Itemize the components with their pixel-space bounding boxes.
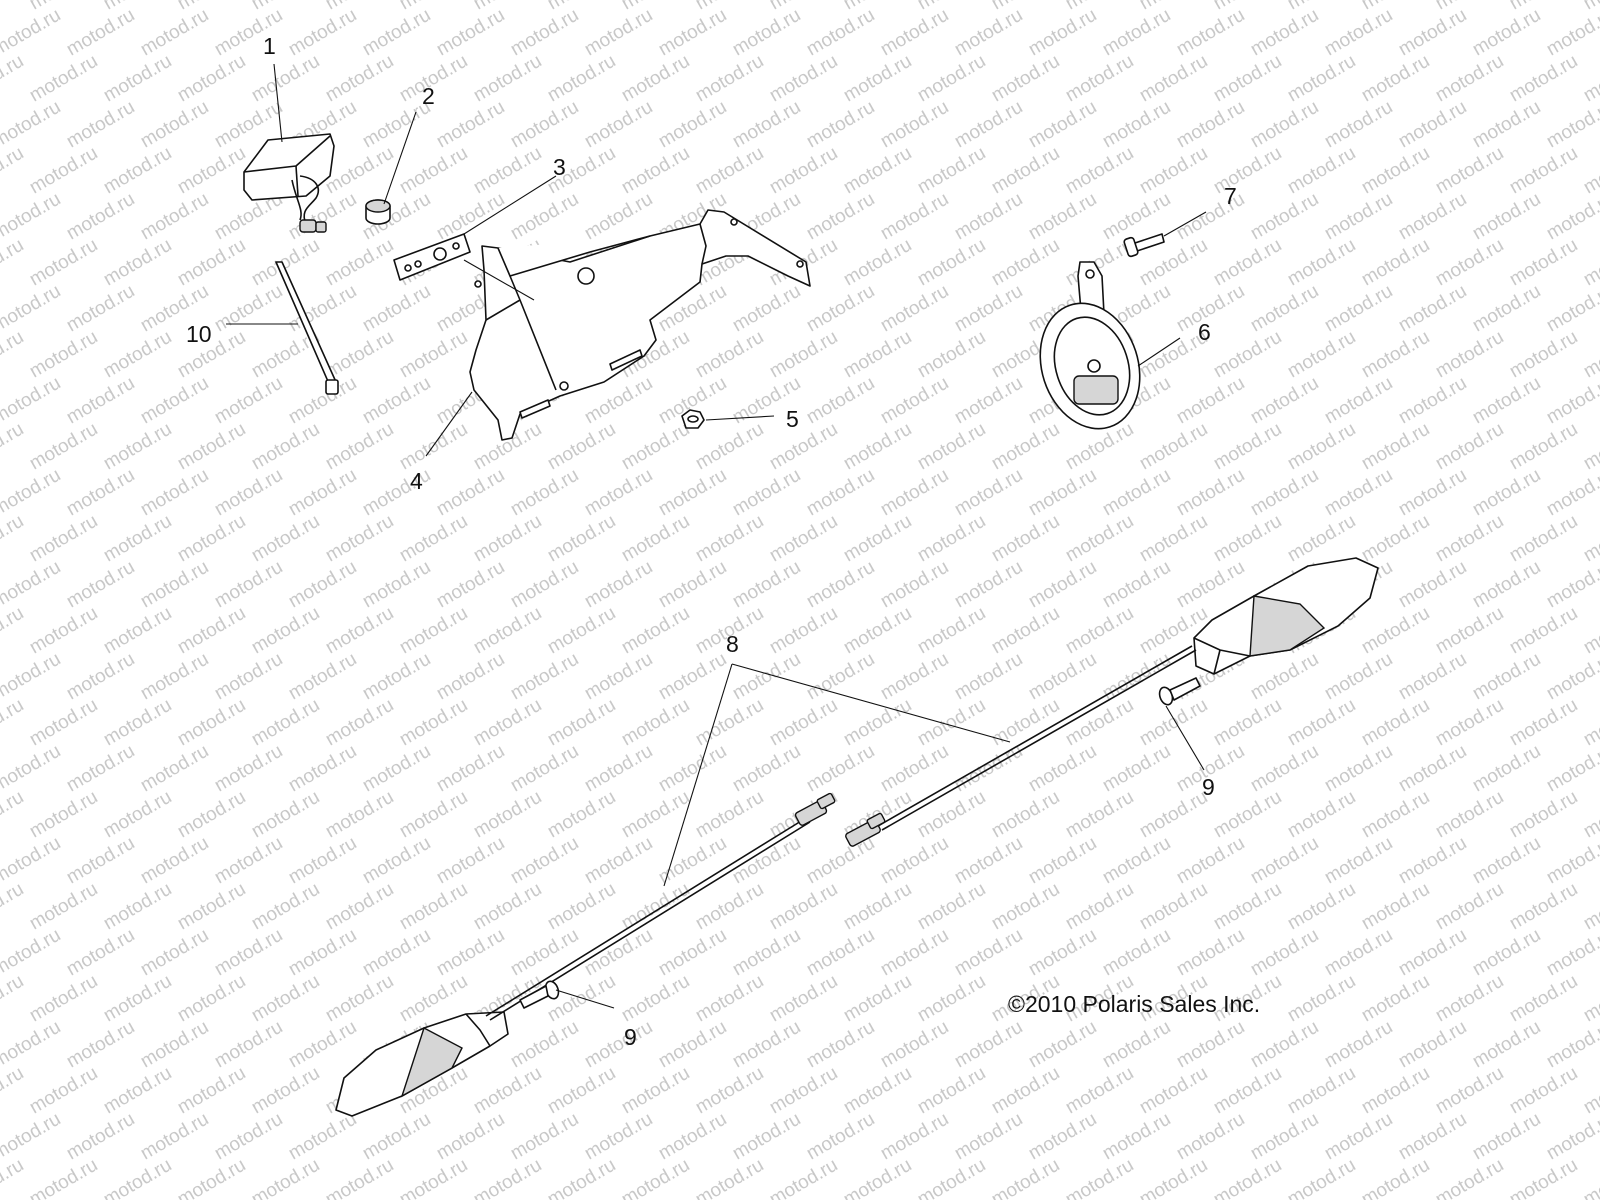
callout-10: 10 [186, 321, 212, 347]
part-4-bracket [469, 209, 811, 441]
part-3-plate [393, 233, 471, 281]
callout-2: 2 [422, 83, 435, 109]
part-5-nut [681, 409, 705, 429]
callout-9-left: 9 [624, 1024, 637, 1050]
leader-lines [226, 63, 1207, 1009]
part-1-tail-light [243, 133, 335, 233]
copyright-notice: ©2010 Polaris Sales Inc. [1008, 991, 1260, 1017]
part-10-cable-tie [275, 261, 339, 395]
part-6-horn [1039, 261, 1141, 430]
part-2-bushing [365, 199, 391, 225]
part-9-screw-left [519, 980, 560, 1009]
callout-3: 3 [553, 154, 566, 180]
callout-4: 4 [410, 468, 423, 494]
part-8-turn-signals [335, 557, 1379, 1117]
callout-8: 8 [726, 631, 739, 657]
part-9-screw-right [1158, 677, 1201, 706]
callout-7: 7 [1224, 183, 1237, 209]
callout-5: 5 [786, 406, 799, 432]
part-7-bolt [1123, 233, 1165, 258]
callout-1: 1 [263, 33, 276, 59]
callout-labels: 1 2 3 4 5 6 7 8 9 9 10 [186, 33, 1237, 1050]
callout-6: 6 [1198, 319, 1211, 345]
callout-9-right: 9 [1202, 774, 1215, 800]
